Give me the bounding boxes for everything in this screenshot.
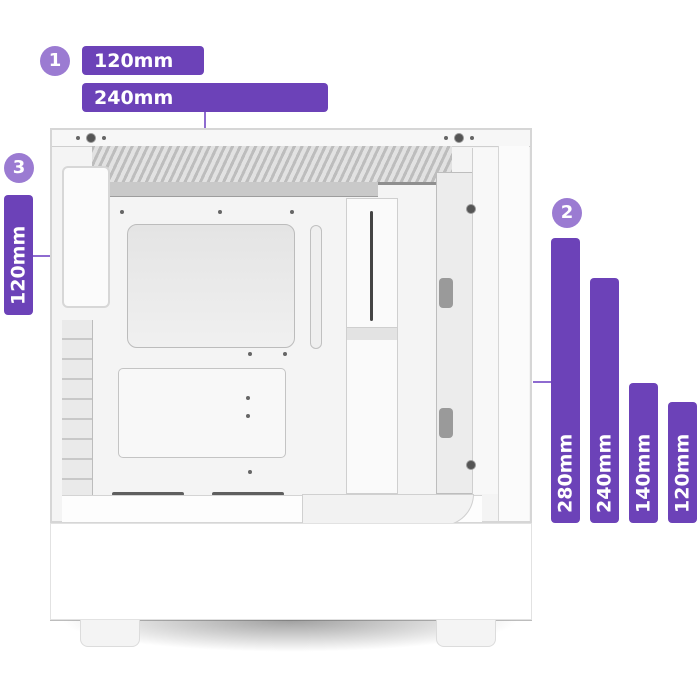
screw-hole bbox=[444, 136, 448, 140]
standoff bbox=[283, 352, 287, 356]
top-120mm-label: 120mm bbox=[94, 50, 174, 72]
cpu-cooler-cutout bbox=[127, 224, 295, 348]
screw-hole bbox=[76, 136, 80, 140]
top-mesh-vent bbox=[92, 146, 452, 185]
front-280mm-label: 280mm bbox=[554, 433, 576, 513]
top-connector-line bbox=[204, 112, 206, 128]
cable-management-cover bbox=[118, 368, 286, 458]
front-280mm-bar: 280mm bbox=[551, 238, 580, 523]
rear-connector-line bbox=[33, 255, 50, 257]
plate-screw bbox=[246, 414, 250, 418]
front-240mm-label: 240mm bbox=[593, 433, 615, 513]
front-thumbscrew-upper bbox=[466, 204, 476, 214]
case-foot-left bbox=[80, 620, 140, 647]
top-120mm-bar: 120mm bbox=[82, 46, 204, 75]
rear-section-badge: 3 bbox=[4, 153, 34, 183]
standoff bbox=[120, 210, 124, 214]
front-120mm-bar: 120mm bbox=[668, 402, 697, 523]
front-140mm-label: 140mm bbox=[632, 433, 654, 513]
mount-hole bbox=[439, 278, 453, 308]
standoff bbox=[218, 210, 222, 214]
bottom-vent-slot bbox=[212, 492, 284, 496]
vertical-gpu-bracket bbox=[346, 198, 398, 494]
rear-exhaust-fan bbox=[62, 166, 110, 308]
front-120mm-label: 120mm bbox=[671, 433, 693, 513]
mount-hole bbox=[439, 408, 453, 438]
front-section-badge: 2 bbox=[552, 198, 582, 228]
pci-expansion-slots bbox=[62, 320, 93, 500]
psu-shroud-front-panel bbox=[50, 523, 532, 620]
front-thumbscrew-lower bbox=[466, 460, 476, 470]
standoff bbox=[248, 470, 252, 474]
standoff bbox=[248, 352, 252, 356]
front-glass-edge bbox=[498, 146, 529, 521]
top-section-badge: 1 bbox=[40, 46, 70, 76]
case-foot-right bbox=[436, 620, 496, 647]
rear-120mm-bar: 120mm bbox=[4, 195, 33, 315]
standoff bbox=[290, 210, 294, 214]
top-thumbscrew-left bbox=[86, 133, 96, 143]
front-240mm-bar: 240mm bbox=[590, 278, 619, 523]
screw-hole bbox=[102, 136, 106, 140]
top-radiator-rail bbox=[108, 182, 378, 197]
front-pillar bbox=[472, 148, 500, 494]
psu-shroud-curve bbox=[302, 494, 474, 526]
rear-120mm-label: 120mm bbox=[7, 225, 29, 305]
pc-case-body bbox=[50, 128, 532, 526]
bracket-divider bbox=[347, 327, 397, 340]
front-140mm-bar: 140mm bbox=[629, 383, 658, 523]
front-connector-line bbox=[533, 381, 551, 383]
screw-hole bbox=[470, 136, 474, 140]
bracket-slit bbox=[370, 211, 373, 321]
bottom-vent-slot bbox=[112, 492, 184, 496]
top-240mm-label: 240mm bbox=[94, 87, 174, 109]
top-240mm-bar: 240mm bbox=[82, 83, 328, 112]
plate-screw bbox=[246, 396, 250, 400]
cable-routing-slot bbox=[310, 225, 322, 349]
top-thumbscrew-right bbox=[454, 133, 464, 143]
front-radiator-mount bbox=[436, 172, 474, 494]
